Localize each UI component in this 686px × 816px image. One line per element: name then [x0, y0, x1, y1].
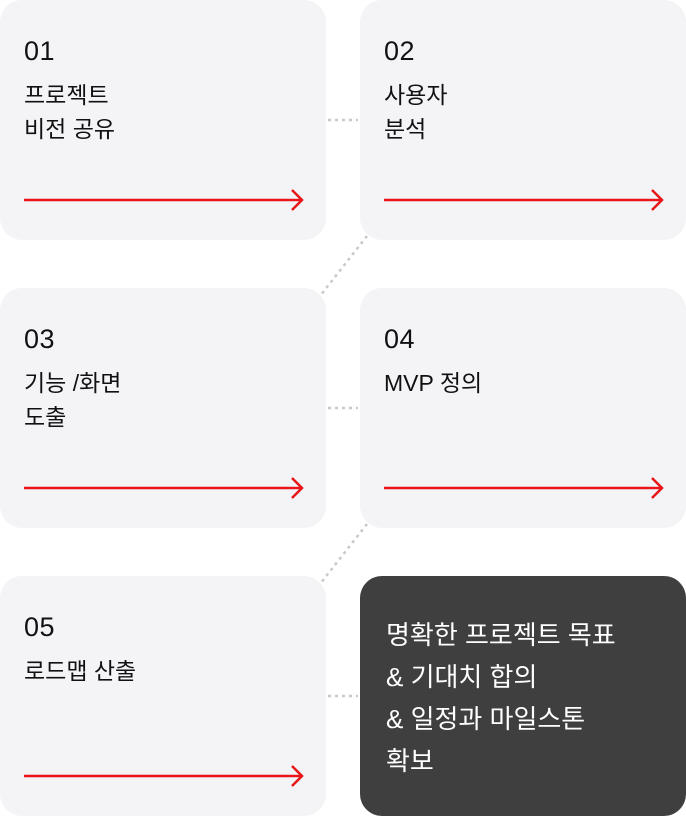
step-label: 사용자 분석	[384, 82, 448, 142]
step-card-03: 03 기능 /화면 도출	[0, 288, 326, 528]
outcome-card: 명확한 프로젝트 목표 & 기대치 합의 & 일정과 마일스톤 확보	[360, 576, 686, 816]
arrow-right-icon	[384, 189, 664, 211]
arrow-right-icon	[24, 189, 304, 211]
step-number: 03	[24, 324, 56, 354]
step-number: 04	[384, 324, 416, 354]
arrow-right-icon	[384, 477, 664, 499]
step-number: 02	[384, 36, 416, 66]
step-card-05: 05 로드맵 산출	[0, 576, 326, 816]
step-label: 기능 /화면 도출	[24, 370, 122, 430]
connector-02-03	[319, 235, 368, 297]
arrow-right-icon	[24, 765, 304, 787]
step-label: 로드맵 산출	[24, 658, 137, 684]
step-card-02: 02 사용자 분석	[360, 0, 686, 240]
step-label: MVP 정의	[384, 370, 483, 396]
step-card-01: 01 프로젝트 비전 공유	[0, 0, 326, 240]
outcome-text: 명확한 프로젝트 목표 & 기대치 합의 & 일정과 마일스톤 확보	[386, 620, 616, 776]
step-label: 프로젝트 비전 공유	[24, 82, 116, 142]
arrow-right-icon	[24, 477, 304, 499]
step-number: 05	[24, 612, 56, 642]
connector-04-05	[319, 523, 368, 585]
step-card-04: 04 MVP 정의	[360, 288, 686, 528]
step-number: 01	[24, 36, 56, 66]
